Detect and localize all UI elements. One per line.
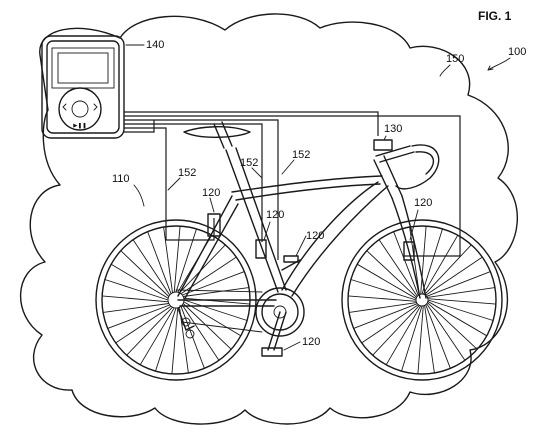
label-system: 100 xyxy=(508,46,526,58)
spoke xyxy=(424,304,435,374)
spoke xyxy=(426,287,496,298)
device-screen xyxy=(51,47,115,89)
spoke xyxy=(126,306,173,356)
spoke xyxy=(420,225,427,295)
handlebar xyxy=(395,144,440,190)
spoke xyxy=(107,304,171,329)
sensor-bottom-bracket: 120 xyxy=(295,230,324,257)
spoke xyxy=(182,303,232,350)
spoke xyxy=(175,228,197,293)
spoke xyxy=(102,303,170,313)
crankset xyxy=(255,255,305,357)
spoke xyxy=(401,305,423,372)
spoke xyxy=(385,305,422,366)
spoke xyxy=(183,301,242,337)
spoke xyxy=(421,228,443,295)
spoke xyxy=(101,295,169,303)
spoke xyxy=(348,302,418,313)
spoke xyxy=(422,234,459,295)
spoke xyxy=(372,304,420,356)
sensor-down-tube: 120 xyxy=(255,209,284,259)
spoke xyxy=(181,304,220,361)
spoke xyxy=(426,271,491,297)
figure-title: FIG. 1 xyxy=(478,9,512,23)
skip-icon xyxy=(62,103,98,111)
spoke xyxy=(115,305,172,344)
spoke xyxy=(426,303,466,361)
front-wheel xyxy=(341,219,503,381)
spoke xyxy=(366,250,418,298)
leader-system xyxy=(487,57,511,71)
sensor-crank: 120 xyxy=(283,336,320,351)
svg-text:120: 120 xyxy=(202,187,220,199)
spoke xyxy=(181,271,245,296)
spoke xyxy=(155,307,177,372)
label-wire-3: 152 xyxy=(292,149,310,161)
spoke xyxy=(427,298,497,305)
bicycle-frame xyxy=(177,121,440,307)
network-cloud xyxy=(19,13,519,425)
spoke xyxy=(179,244,226,294)
wire-harness xyxy=(124,111,461,260)
spoke xyxy=(409,226,420,296)
label-wire-1: 152 xyxy=(178,167,196,179)
spoke xyxy=(147,231,172,295)
svg-text:120: 120 xyxy=(302,336,320,348)
spoke xyxy=(353,303,418,329)
spoke xyxy=(427,300,488,337)
handlebar-unit: 130 xyxy=(373,123,402,151)
label-bicycle: 110 xyxy=(112,173,130,185)
spoke xyxy=(183,299,248,321)
svg-text:130: 130 xyxy=(384,123,402,135)
leader-network xyxy=(439,64,451,77)
spoke xyxy=(417,305,424,375)
sensor-seat-stay: 120 xyxy=(202,187,221,237)
center-button xyxy=(71,100,89,118)
label-media-device: 140 xyxy=(146,39,164,51)
saddle xyxy=(183,126,251,138)
spoke xyxy=(425,256,483,296)
spoke xyxy=(120,250,170,297)
svg-text:120: 120 xyxy=(306,230,324,242)
leader-bicycle xyxy=(133,184,145,207)
spoke xyxy=(104,279,169,301)
label-wire-2: 152 xyxy=(240,157,258,169)
rear-wheel xyxy=(95,219,257,381)
spoke xyxy=(171,307,179,375)
spoke xyxy=(182,287,250,297)
spoke xyxy=(173,225,181,293)
media-device: ▶❚❚ xyxy=(41,35,125,139)
svg-text:120: 120 xyxy=(414,197,432,209)
spoke xyxy=(132,239,171,296)
svg-text:120: 120 xyxy=(266,209,284,221)
label-network: 150 xyxy=(446,53,464,65)
drivetrain xyxy=(175,289,263,339)
click-wheel xyxy=(58,87,102,131)
spoke xyxy=(139,307,175,366)
spoke xyxy=(378,239,418,297)
spoke xyxy=(427,299,494,321)
spoke xyxy=(426,302,478,350)
spoke xyxy=(163,226,173,294)
spoke xyxy=(350,279,417,301)
spoke xyxy=(424,244,472,296)
spoke xyxy=(110,263,169,299)
spoke xyxy=(183,297,251,305)
sensor-fork: 120 xyxy=(403,197,432,261)
spoke xyxy=(356,263,417,300)
spoke xyxy=(361,304,419,344)
play-pause-icon: ▶❚❚ xyxy=(73,122,86,129)
pedal xyxy=(261,347,283,357)
spoke xyxy=(347,295,417,302)
spoke xyxy=(393,231,419,296)
spoke xyxy=(425,304,451,369)
